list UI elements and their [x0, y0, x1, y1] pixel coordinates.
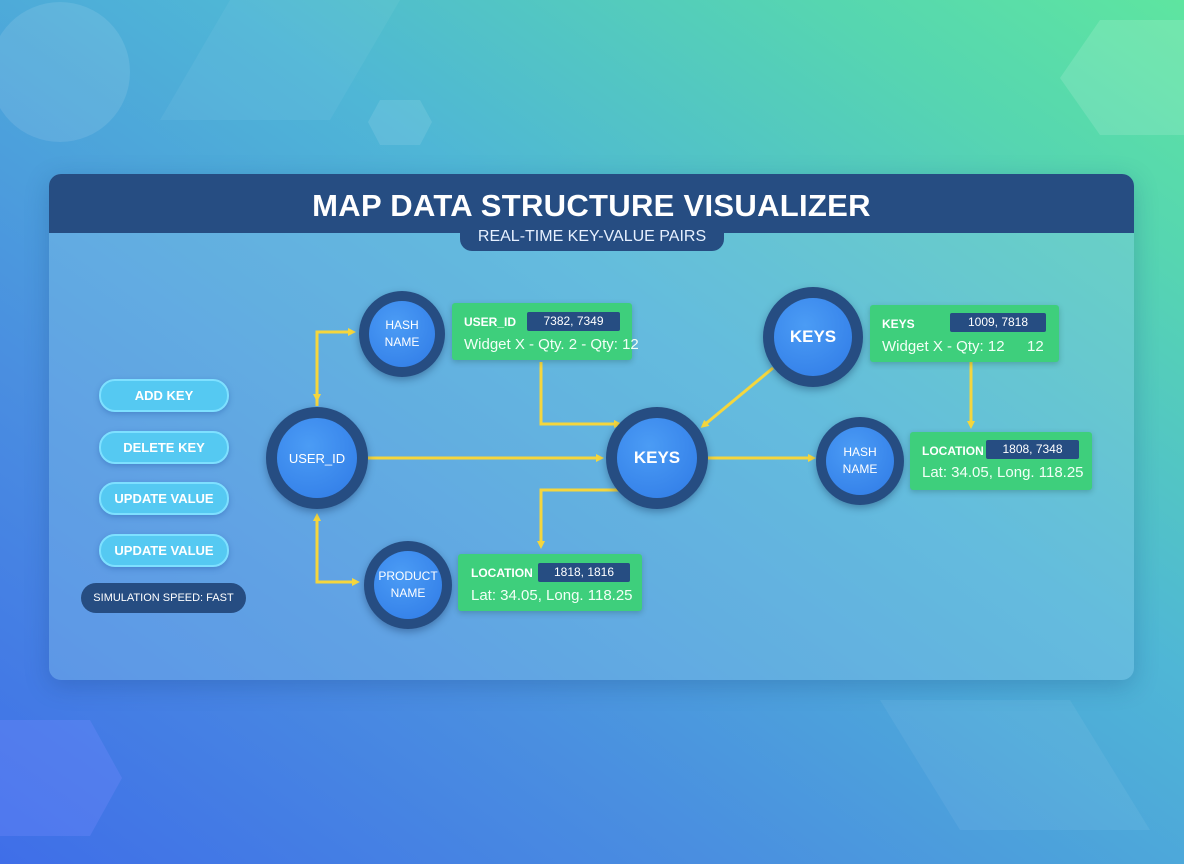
keys-top-node[interactable]: KEYS — [763, 287, 863, 387]
node-label: KEYS — [789, 327, 837, 346]
card-value: 7382, 7349 — [527, 312, 620, 331]
node-label: KEYS — [633, 448, 681, 467]
node-label: HASH — [385, 318, 419, 332]
node-label: HASH — [843, 445, 877, 459]
card-detail: Widget X - Qty. 2 - Qty: 12 — [464, 336, 639, 353]
hash-name-node-right[interactable]: HASH NAME — [816, 417, 904, 505]
kv-card-location-right[interactable]: LOCATION 1808, 7348 Lat: 34.05, Long. 11… — [910, 432, 1092, 490]
card-detail: Lat: 34.05, Long. 118.25 — [471, 587, 633, 604]
add-key-button[interactable]: ADD KEY — [99, 379, 229, 412]
node-label: NAME — [390, 586, 426, 600]
card-detail: Widget X - Qty: 12 — [882, 338, 1005, 355]
arrow-userid-to-product — [315, 520, 360, 586]
page-subtitle: REAL-TIME KEY-VALUE PAIRS — [477, 228, 707, 245]
kv-card-user-id[interactable]: USER_ID 7382, 7349 Widget X - Qty. 2 - Q… — [452, 303, 639, 360]
arrow-userid-to-hash — [315, 328, 356, 406]
card-detail: Lat: 34.05, Long. 118.25 — [922, 464, 1084, 481]
card-value: 1808, 7348 — [986, 440, 1079, 459]
card-key: KEYS — [882, 317, 915, 331]
user-id-node[interactable]: USER_ID — [266, 407, 368, 509]
connection-arrows — [313, 328, 975, 586]
arrow-keys-to-product-card — [537, 488, 619, 549]
visualizer-panel: MAP DATA STRUCTURE VISUALIZER REAL-TIME … — [49, 174, 1134, 680]
arrow-keystop-to-keys — [700, 366, 774, 428]
card-key: LOCATION — [922, 444, 984, 458]
card-value: 1818, 1816 — [538, 563, 630, 582]
node-label: USER_ID — [288, 450, 346, 466]
node-label: PRODUCT — [378, 569, 438, 583]
keys-center-node[interactable]: KEYS — [606, 407, 708, 509]
header-bar: MAP DATA STRUCTURE VISUALIZER — [49, 174, 1134, 233]
card-detail-extra: 12 — [1027, 338, 1044, 355]
node-label: NAME — [384, 335, 420, 349]
product-name-node[interactable]: PRODUCT NAME — [364, 541, 452, 629]
kv-card-location-bottom[interactable]: LOCATION 1818, 1816 Lat: 34.05, Long. 11… — [458, 554, 642, 611]
update-value-button-2[interactable]: UPDATE VALUE — [99, 534, 229, 567]
node-label: NAME — [842, 462, 878, 476]
simulation-speed-badge[interactable]: SIMULATION SPEED: FAST — [81, 583, 246, 613]
subtitle-tab: REAL-TIME KEY-VALUE PAIRS — [460, 225, 724, 251]
card-key: USER_ID — [464, 315, 517, 329]
delete-key-button[interactable]: DELETE KEY — [99, 431, 229, 464]
kv-card-keys[interactable]: KEYS 1009, 7818 Widget X - Qty: 12 12 — [870, 305, 1059, 362]
hash-name-node-top[interactable]: HASH NAME — [359, 291, 445, 377]
card-value: 1009, 7818 — [950, 313, 1046, 332]
update-value-button[interactable]: UPDATE VALUE — [99, 482, 229, 515]
arrow-card-to-keys — [539, 362, 622, 428]
card-key: LOCATION — [471, 566, 533, 580]
page-title: MAP DATA STRUCTURE VISUALIZER — [312, 188, 871, 223]
